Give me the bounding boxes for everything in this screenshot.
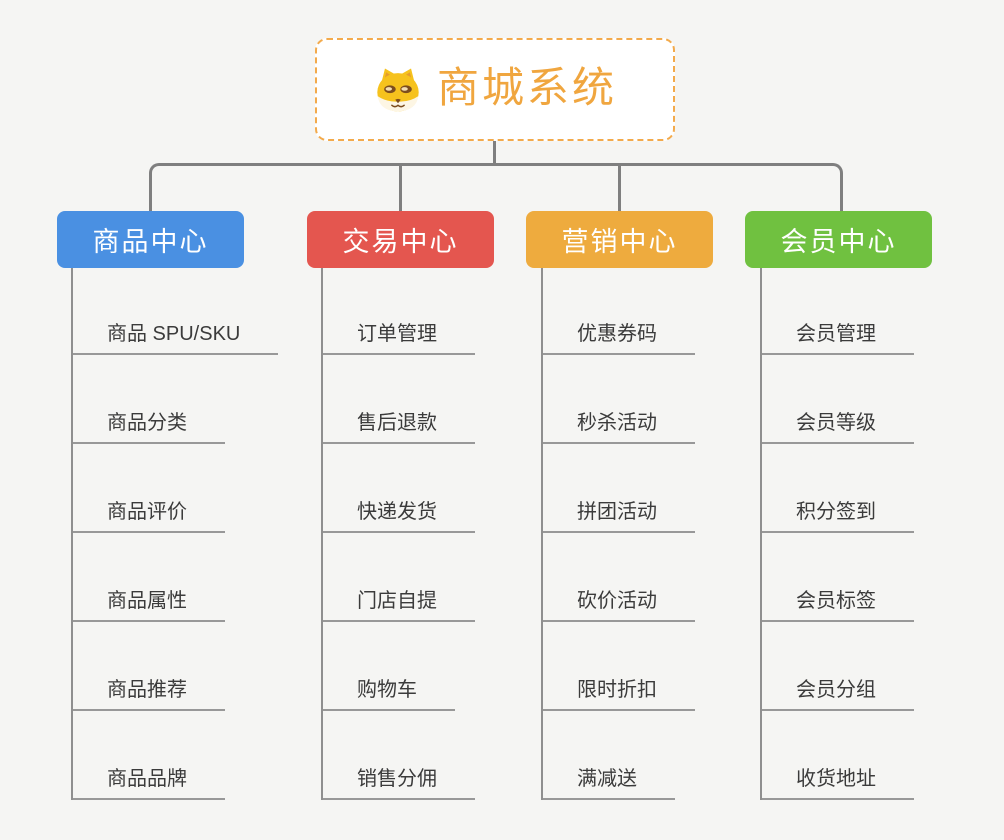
column-trade-center: 订单管理 售后退款 快递发货 门店自提 购物车 销售分佣 [321, 268, 475, 800]
connector-root-stem [493, 140, 496, 164]
branch-label: 交易中心 [342, 227, 459, 257]
child-node[interactable]: 商品评价 [73, 444, 225, 533]
child-node[interactable]: 满减送 [543, 711, 675, 800]
child-node[interactable]: 优惠券码 [543, 268, 695, 355]
branch-node-marketing-center[interactable]: 营销中心 [526, 211, 713, 268]
child-node[interactable]: 商品属性 [73, 533, 225, 622]
connector-drop-trade [399, 163, 402, 212]
branch-node-member-center[interactable]: 会员中心 [745, 211, 932, 268]
child-node[interactable]: 商品 SPU/SKU [73, 268, 279, 355]
child-node[interactable]: 销售分佣 [323, 711, 475, 800]
child-node[interactable]: 门店自提 [323, 533, 475, 622]
child-node[interactable]: 会员分组 [762, 622, 914, 711]
child-node[interactable]: 收货地址 [762, 711, 914, 800]
column-marketing-center: 优惠券码 秒杀活动 拼团活动 砍价活动 限时折扣 满减送 [541, 268, 695, 800]
child-node[interactable]: 商品推荐 [73, 622, 225, 711]
branch-label: 营销中心 [561, 227, 678, 257]
connector-drop-marketing [618, 163, 621, 212]
column-member-center: 会员管理 会员等级 积分签到 会员标签 会员分组 收货地址 [760, 268, 914, 800]
column-product-center: 商品 SPU/SKU 商品分类 商品评价 商品属性 商品推荐 商品品牌 [71, 268, 279, 800]
child-node[interactable]: 拼团活动 [543, 444, 695, 533]
child-node[interactable]: 会员等级 [762, 355, 914, 444]
child-node[interactable]: 商品品牌 [73, 711, 225, 800]
child-node[interactable]: 会员管理 [762, 268, 914, 355]
child-node[interactable]: 商品分类 [73, 355, 225, 444]
child-node[interactable]: 订单管理 [323, 268, 475, 355]
doge-icon [377, 68, 419, 111]
branch-label: 商品中心 [92, 227, 209, 257]
child-node[interactable]: 会员标签 [762, 533, 914, 622]
connector-bus [149, 163, 843, 212]
branch-node-product-center[interactable]: 商品中心 [57, 211, 244, 268]
child-node[interactable]: 砍价活动 [543, 533, 695, 622]
child-node[interactable]: 积分签到 [762, 444, 914, 533]
child-node[interactable]: 限时折扣 [543, 622, 695, 711]
child-node[interactable]: 购物车 [323, 622, 455, 711]
branch-label: 会员中心 [780, 227, 897, 257]
root-node-title: 商城系统 [436, 63, 617, 111]
branch-node-trade-center[interactable]: 交易中心 [307, 211, 494, 268]
child-node[interactable]: 售后退款 [323, 355, 475, 444]
root-node-mall-system[interactable]: 商城系统 [315, 38, 675, 141]
child-node[interactable]: 快递发货 [323, 444, 475, 533]
child-node[interactable]: 秒杀活动 [543, 355, 695, 444]
